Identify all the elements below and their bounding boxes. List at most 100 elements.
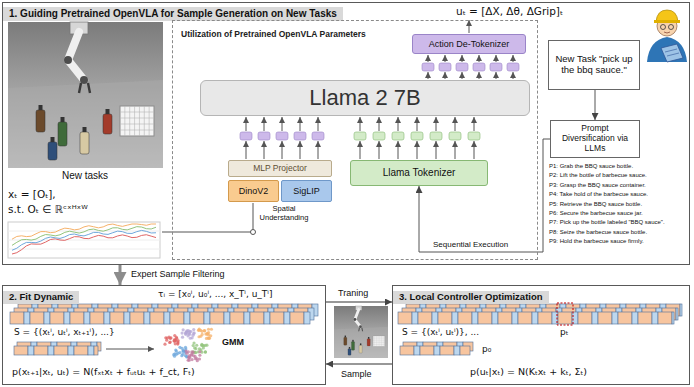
trajectory-cell (164, 312, 170, 324)
trajectory-cell (612, 312, 618, 324)
trajectory-cell (412, 312, 418, 324)
trajectory-stack (398, 304, 682, 324)
gmm-point (198, 350, 201, 353)
token-arrow (462, 72, 463, 79)
bottle-cap (360, 343, 361, 345)
action-token (507, 63, 519, 71)
dynamics-formula: p(xₜ₊₁|xₜ, uₜ) = N(fₓₜxₜ + fᵤₜuₜ + f_ct,… (12, 367, 195, 378)
observation-wire (162, 203, 253, 232)
robot-arm (68, 32, 84, 80)
gmm-point (177, 339, 180, 342)
edge-label: Traning (337, 288, 369, 298)
trajectory-cell (558, 312, 572, 324)
text-token (449, 132, 461, 140)
bottle (36, 110, 45, 132)
trajectory-cell (250, 312, 264, 324)
gmm-point (181, 336, 184, 339)
token-arrow (318, 141, 319, 159)
token-arrow (282, 141, 283, 159)
prompt-item: P3: Grasp the BBQ sauce container. (549, 182, 646, 189)
tokenizer-box: Llama Tokenizer (350, 160, 488, 186)
basket-mesh (129, 106, 130, 136)
gmm-point (184, 331, 187, 334)
visual-token (276, 132, 288, 140)
token-arrow (246, 141, 247, 159)
trajectory-cell (28, 346, 34, 355)
worker-hat-brim (654, 20, 680, 23)
worker-icon (647, 10, 687, 62)
bottle (80, 132, 89, 154)
trajectory-cell (598, 312, 612, 324)
text-token (373, 132, 385, 140)
bottle (344, 337, 347, 345)
token-arrow (474, 141, 475, 159)
trajectory-cell (44, 312, 50, 324)
gmm-point (191, 358, 194, 361)
trajectory-cell (518, 312, 532, 324)
dataset-formula: S = {(xₜⁱ, uₜⁱ)}, ... (402, 327, 479, 337)
trajectory-cell (264, 312, 270, 324)
loop-arrow (326, 301, 392, 302)
basket-mesh (373, 342, 385, 343)
token-arrow (428, 72, 429, 79)
trajectory-cell (418, 312, 432, 324)
token-arrow (462, 55, 463, 62)
text-token (468, 132, 480, 140)
trajectory-cell (538, 312, 552, 324)
visual-token (294, 132, 306, 140)
gmm-point (174, 342, 177, 345)
prompt-item: P8: Seize the barbecue sauce bottle. (549, 229, 647, 236)
trajectory-cell (210, 312, 224, 324)
trajectory-cell (398, 312, 412, 324)
gmm-point (192, 328, 195, 331)
section-heading: Utilization of Pretrained OpenVLA Parame… (181, 30, 366, 40)
token-arrow (436, 117, 437, 131)
bottle (58, 122, 67, 146)
chart-frame (8, 222, 160, 258)
gmm-point (169, 337, 172, 340)
trajectory-cell (184, 312, 190, 324)
token-arrow (445, 72, 446, 79)
visual-token (312, 132, 324, 140)
llm-box: Llama 2 7B (200, 80, 530, 116)
projector-box: MLP Projector (228, 160, 332, 177)
policy-label: pₜ (560, 327, 568, 337)
trajectory-cell (70, 312, 84, 324)
trajectory-cell (672, 312, 674, 324)
basket-mesh (144, 106, 145, 136)
worker-book-lines (665, 49, 679, 56)
output-arrow (469, 20, 470, 33)
text-token (392, 132, 404, 140)
trajectory-cell (170, 312, 184, 324)
token-arrow (428, 55, 429, 62)
token-arrow (417, 117, 418, 131)
gmm-point (173, 334, 176, 337)
basket-mesh (374, 336, 375, 347)
trajectory-cell (88, 346, 94, 355)
controller-formula: p(uₜ|xₜ) = N(Kₜxₜ + kₜ, Σₜ) (470, 367, 587, 378)
dataset-formula: S = {(xₜⁱ, uₜⁱ, xₜ₊₁ⁱ), ...} (14, 327, 115, 337)
trajectory-cell (452, 312, 458, 324)
gmm-point (204, 344, 207, 347)
state-formula: s.t. Oₜ ∈ ℝᶜˣᴴˣᵂ (8, 203, 88, 215)
trajectory-cell (414, 346, 420, 355)
token-arrow (264, 117, 265, 131)
trajectory-cell (658, 312, 672, 324)
trajectory-cell (270, 312, 284, 324)
trajectory-cell (652, 312, 658, 324)
gmm-point (182, 350, 185, 353)
trajectory-cell (10, 312, 24, 324)
robot-scene-small (334, 306, 388, 358)
gmm-point (203, 329, 206, 332)
trajectory-stack (10, 304, 318, 324)
prompt-item: P2: Lift the bottle of barbecue sauce. (549, 172, 647, 179)
trajectory-cell (124, 312, 130, 324)
action-token (490, 63, 502, 71)
action-token (439, 63, 451, 71)
trajectory-cell (440, 346, 454, 355)
trajectory-cell (94, 346, 98, 355)
trajectory-cell (204, 312, 210, 324)
bottle (348, 349, 351, 355)
gmm-point (187, 355, 190, 358)
